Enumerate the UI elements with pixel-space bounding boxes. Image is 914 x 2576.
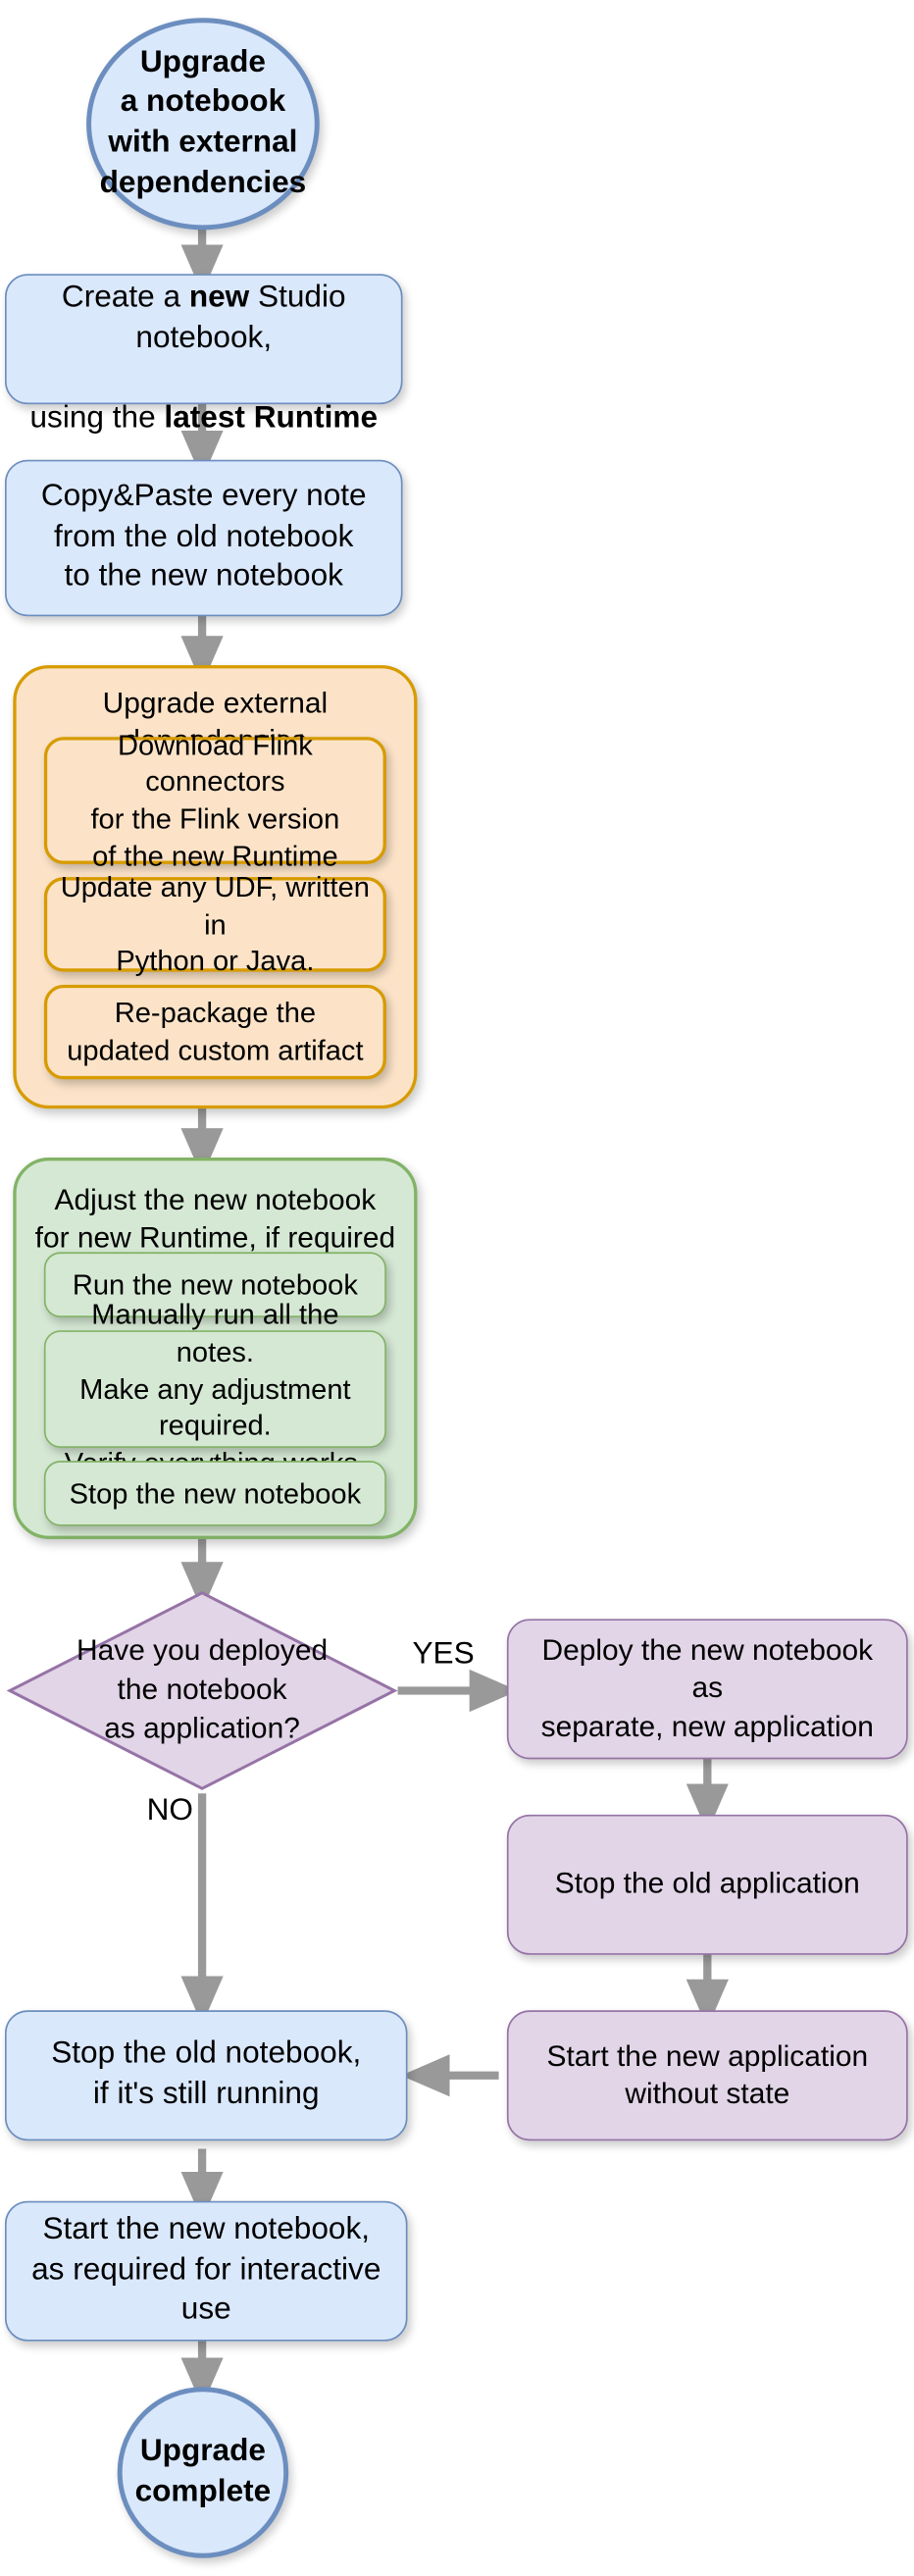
step-stop-old-notebook: Stop the old notebook, if it's still run… [4, 2010, 408, 2141]
create-notebook-line1-b: new [188, 280, 250, 315]
adjust-group-title: Adjust the new notebook for new Runtime,… [34, 1183, 396, 1255]
edge-label-yes: YES [412, 1636, 475, 1672]
create-notebook-line1-a: Create a [61, 280, 189, 315]
group-adjust-new-notebook: Adjust the new notebook for new Runtime,… [13, 1158, 418, 1539]
adjust-step-run-new-notebook: Run the new notebook [43, 1252, 386, 1317]
create-notebook-line2-b: latest Runtime [164, 400, 379, 436]
step-stop-old-application: Stop the old application [506, 1814, 908, 1955]
create-notebook-line2-a: using the [29, 400, 165, 436]
start-new-application-label: Start the new application without state [546, 2038, 869, 2110]
group-upgrade-external-dependencies: Upgrade external dependencies Download F… [13, 665, 418, 1109]
start-terminator: Upgrade a notebook with external depende… [86, 18, 320, 231]
create-notebook-label: Create a new Studio notebook, using the … [23, 238, 384, 439]
decision-deployed-as-application: Have you deployed the notebook as applic… [6, 1589, 398, 1791]
decision-label: Have you deployed the notebook as applic… [76, 1633, 329, 1745]
adjust-step-stop-new-notebook: Stop the new notebook [43, 1461, 386, 1526]
dependency-step-repackage-artifact: Re-package the updated custom artifact [43, 984, 386, 1080]
edge-label-no: NO [146, 1793, 193, 1829]
stop-old-notebook-label: Stop the old notebook, if it's still run… [51, 2036, 362, 2112]
end-terminator-label: Upgrade complete [134, 2434, 272, 2509]
create-notebook-line1-c: Studio notebook, [135, 280, 346, 355]
start-new-notebook-label: Start the new notebook, as required for … [31, 2212, 381, 2328]
step-deploy-new-notebook-as-application: Deploy the new notebook as separate, new… [506, 1619, 908, 1760]
end-terminator: Upgrade complete [117, 2387, 289, 2558]
dependency-step-update-udf: Update any UDF, written in Python or Jav… [43, 870, 386, 977]
step-start-new-notebook: Start the new notebook, as required for … [4, 2200, 408, 2342]
dependency-step-download-connectors: Download Flink connectors for the Flink … [43, 728, 386, 872]
deploy-new-application-label: Deploy the new notebook as separate, new… [540, 1633, 874, 1743]
adjust-step-manually-run-notes: Manually run all the notes. Make any adj… [43, 1298, 386, 1479]
start-terminator-label: Upgrade a notebook with external depende… [99, 44, 307, 200]
step-copy-paste-notes: Copy&Paste every note from the old noteb… [4, 459, 403, 617]
step-start-new-application-without-state: Start the new application without state [506, 2010, 908, 2141]
decision-diamond-shape [6, 1591, 398, 1790]
step-create-new-studio-notebook: Create a new Studio notebook, using the … [4, 274, 403, 436]
copy-paste-label: Copy&Paste every note from the old noteb… [40, 479, 367, 594]
stop-old-application-label: Stop the old application [554, 1867, 860, 1900]
